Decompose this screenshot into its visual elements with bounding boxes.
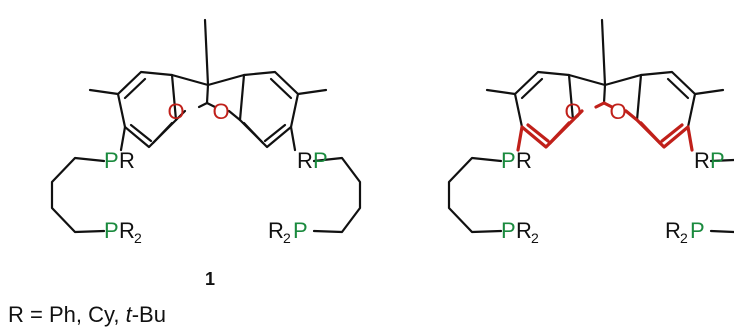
oxygen-right-hl: O xyxy=(609,99,626,124)
phosphorus-right-lower-hl: P xyxy=(690,218,705,243)
phosphorus-left-lower: P xyxy=(104,218,119,243)
legend-italic: t xyxy=(126,302,133,327)
bite-angle-highlight xyxy=(516,101,694,152)
compound-number: 1 xyxy=(205,269,215,289)
subscript-right-lower: 2 xyxy=(283,230,291,246)
bond-skeleton-plain xyxy=(447,18,734,234)
oxygen-right: O xyxy=(212,99,229,124)
substituent-legend: R = Ph, Cy, t-Bu xyxy=(8,302,166,327)
phosphorus-right-upper-hl: P xyxy=(710,148,725,173)
phosphorus-right-lower: P xyxy=(293,218,308,243)
substituent-right-lower-hl: R xyxy=(665,218,681,243)
phosphorus-right-upper: P xyxy=(313,148,328,173)
oxygen-left: O xyxy=(167,99,184,124)
substituent-left-upper: R xyxy=(119,148,135,173)
substituent-left-upper-hl: R xyxy=(516,148,532,173)
structure-compound-1: O O P R R P P R 2 R 2 P 1 xyxy=(50,18,362,289)
structure-highlighted: O O P R R P P R 2 R 2 P xyxy=(447,18,734,246)
subscript-right-lower-hl: 2 xyxy=(680,230,688,246)
substituent-left-lower: R xyxy=(119,218,135,243)
oxygen-left-hl: O xyxy=(564,99,581,124)
phosphorus-left-upper-hl: P xyxy=(501,148,516,173)
bond-skeleton xyxy=(50,18,362,234)
substituent-right-upper-hl: R xyxy=(694,148,710,173)
legend-suffix: -Bu xyxy=(132,302,166,327)
subscript-left-lower: 2 xyxy=(134,230,142,246)
subscript-left-lower-hl: 2 xyxy=(531,230,539,246)
legend-prefix: R = Ph, Cy, xyxy=(8,302,126,327)
phosphorus-left-upper: P xyxy=(104,148,119,173)
substituent-left-lower-hl: R xyxy=(516,218,532,243)
phosphorus-left-lower-hl: P xyxy=(501,218,516,243)
substituent-right-upper: R xyxy=(297,148,313,173)
substituent-right-lower: R xyxy=(268,218,284,243)
